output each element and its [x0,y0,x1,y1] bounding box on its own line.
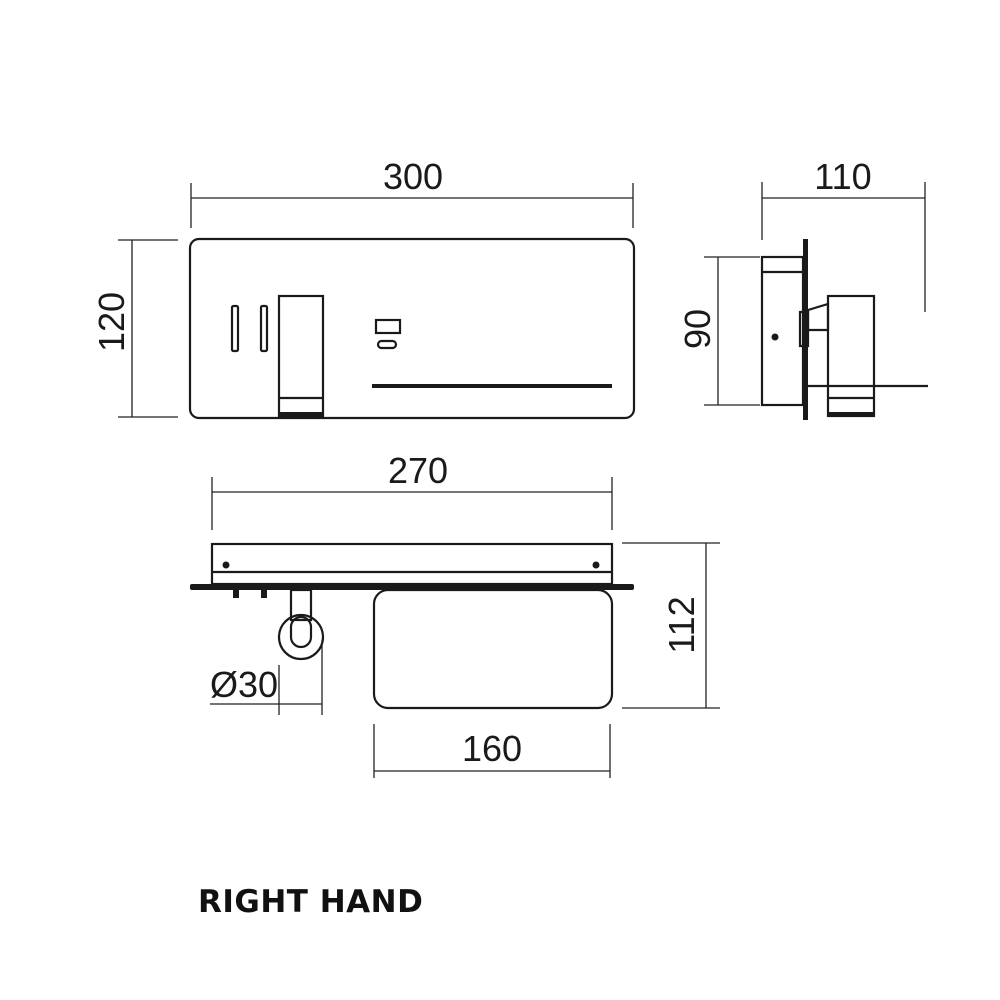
switch-stub-left [233,590,239,598]
side-view: 110 90 [677,156,928,420]
shelf-top [372,588,614,710]
reading-lamp-front [277,294,325,418]
reading-lamp-side [826,294,876,418]
drawing-caption: RIGHT HAND [198,884,424,920]
label-top-depth: 112 [661,596,702,653]
label-shelf-width: 160 [462,728,522,769]
label-side-height: 90 [677,309,718,349]
front-view: 300 120 [91,156,636,420]
usb-a-port [374,318,402,335]
side-housing [760,255,805,407]
label-front-height: 120 [91,292,132,352]
switch-slot-left [230,304,240,353]
side-front-plate [803,239,808,420]
dimension-top-width: 270 [211,450,613,530]
shelf-edge-front [372,384,612,388]
dimension-shelf-width: 160 [373,724,611,778]
dimension-side-depth: 110 [761,156,926,312]
reading-lamp-top [277,588,325,661]
dimension-front-width: 300 [190,156,634,228]
label-lamp-diameter: Ø30 [210,664,278,705]
front-panel [188,237,636,420]
label-front-width: 300 [383,156,443,197]
switch-slot-right [259,304,269,353]
top-housing [210,542,614,586]
dimension-side-height: 90 [677,256,760,406]
dimension-top-depth: 112 [622,542,720,709]
top-front-plate [190,584,634,590]
side-screw-hole [771,333,779,341]
lamp-arm-side [806,302,830,332]
dimension-lamp-diameter: Ø30 [210,640,323,715]
top-screw-right [592,561,600,569]
switch-stub-right [261,590,267,598]
label-side-depth: 110 [814,156,871,197]
dimension-front-height: 120 [91,239,178,418]
top-view: 270 112 Ø30 [190,450,720,778]
label-top-width: 270 [388,450,448,491]
top-screw-left [222,561,230,569]
usb-c-port [376,339,398,350]
